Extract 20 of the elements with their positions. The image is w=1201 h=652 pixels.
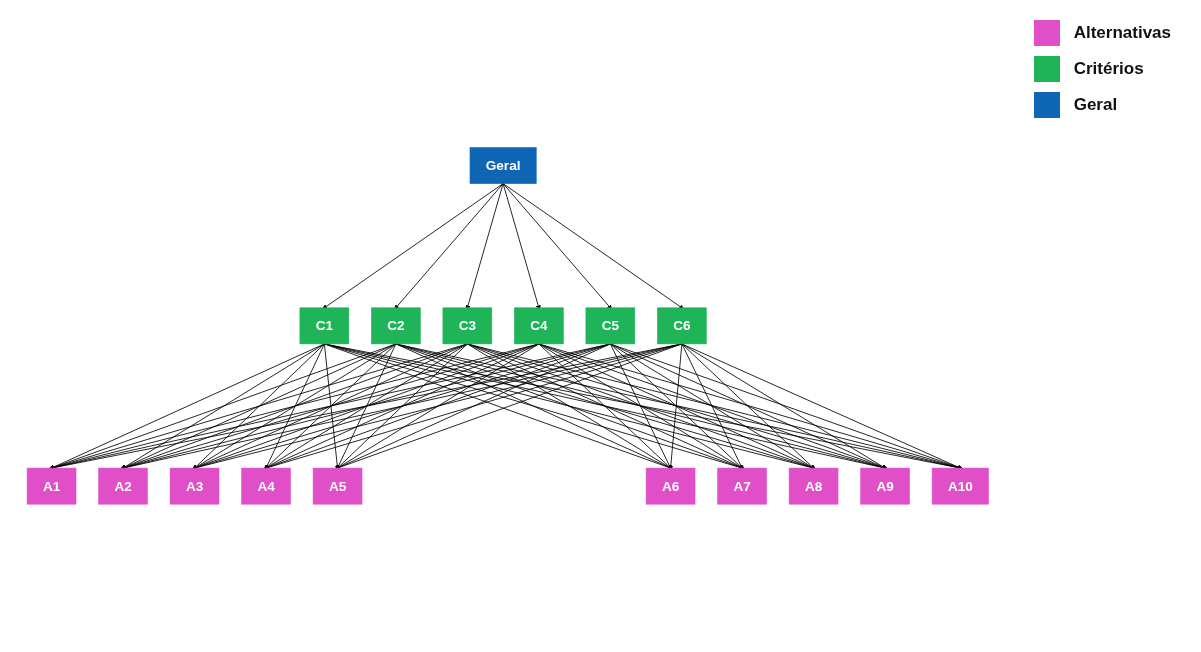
node-box: Geral xyxy=(469,147,537,185)
node-box: A10 xyxy=(931,467,989,505)
node-box: A4 xyxy=(241,467,291,505)
node-box: A1 xyxy=(26,467,77,505)
node-box: A8 xyxy=(788,467,839,505)
node-box: A2 xyxy=(98,467,148,505)
legend-label: Geral xyxy=(1073,95,1118,115)
legend-label: Critérios xyxy=(1073,59,1144,79)
node-box: C5 xyxy=(585,307,636,345)
node-box: A5 xyxy=(312,467,363,505)
node-box: C3 xyxy=(442,307,493,345)
node-box: C6 xyxy=(657,307,707,345)
legend-label: Alternativas xyxy=(1073,23,1171,43)
node-box: C1 xyxy=(299,307,350,345)
node-box: A6 xyxy=(645,467,696,505)
node-box: A3 xyxy=(169,467,220,505)
node-box: C2 xyxy=(371,307,421,345)
node-box: A7 xyxy=(717,467,767,505)
node-box: A9 xyxy=(860,467,910,505)
node-box: C4 xyxy=(514,307,564,345)
